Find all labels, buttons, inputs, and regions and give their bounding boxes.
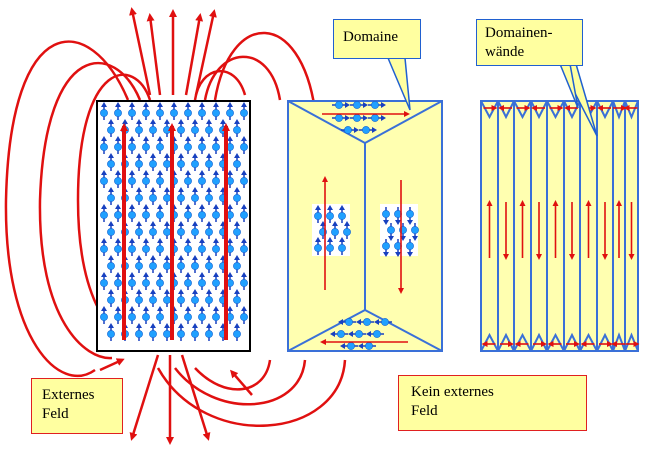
label-no-external-field: Kein externes Feld (398, 375, 587, 431)
domain-right (380, 204, 420, 258)
field-arrow-icon (129, 7, 152, 96)
label-external-field: Externes Feld (31, 378, 123, 434)
field-line (194, 359, 272, 391)
stripe-domain-sample (480, 100, 640, 352)
field-arrow-icon (194, 9, 217, 96)
label-domain: Domaine (333, 19, 421, 59)
field-line (156, 359, 347, 427)
label-domain-walls: Domainen- wände (476, 19, 583, 66)
field-line (203, 55, 282, 101)
net-magnetization-arrows (120, 123, 230, 340)
field-arrow-icon (180, 354, 211, 441)
field-arrows (99, 7, 253, 445)
field-arrow-icon (230, 369, 253, 396)
field-arrow-icon (129, 354, 160, 441)
field-line (38, 61, 142, 360)
field-arrow-icon (184, 13, 204, 96)
field-arrow-icon (99, 358, 125, 372)
four-domain-sample (287, 100, 443, 352)
field-line (4, 40, 130, 377)
domain-left (312, 204, 352, 256)
field-arrow-icon (146, 13, 162, 96)
field-line (213, 31, 317, 111)
